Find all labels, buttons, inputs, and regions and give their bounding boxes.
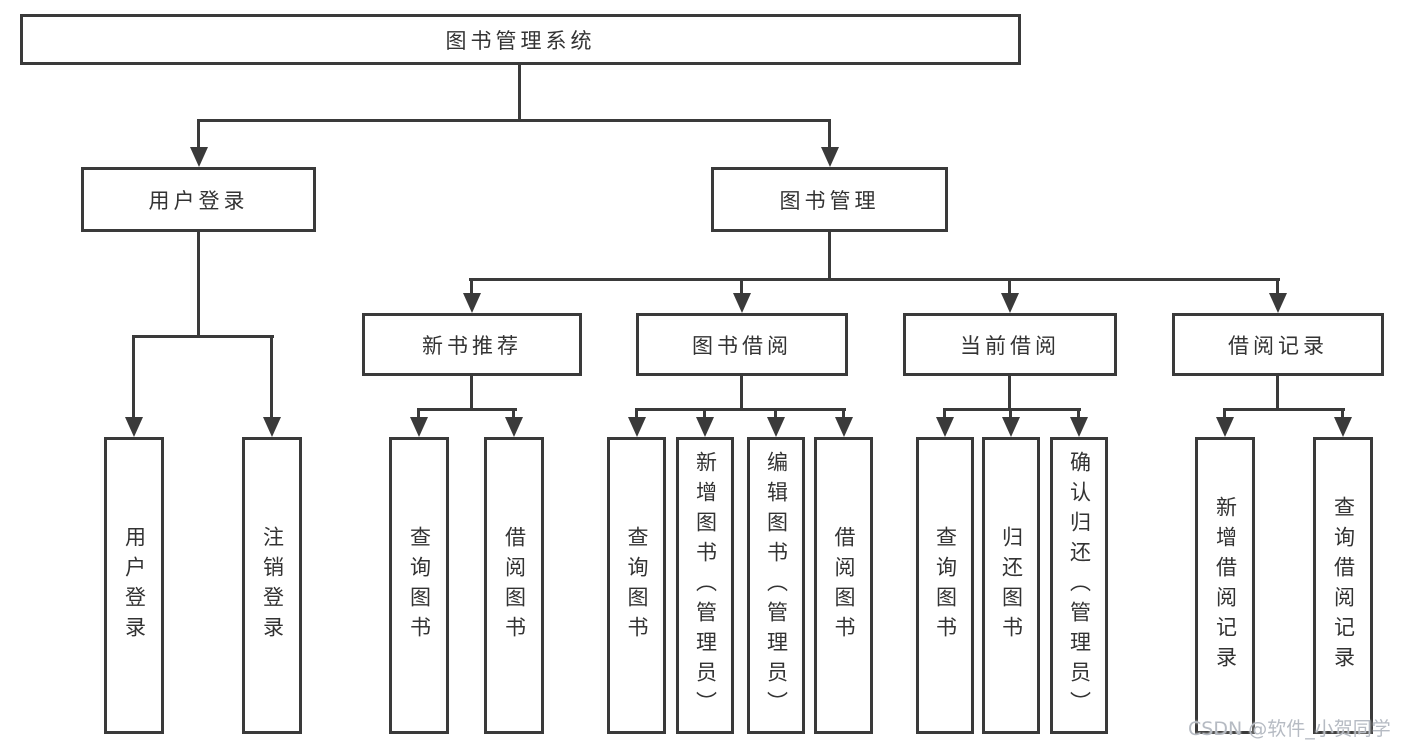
connector-line (1223, 408, 1226, 419)
leaf-return-books: 归还图书 (982, 437, 1040, 734)
leaf-borrowing-borrow-books: 借阅图书 (814, 437, 873, 734)
arrow-down-icon (835, 417, 853, 437)
connector-line (1008, 376, 1011, 410)
node-label: 新书推荐 (422, 333, 522, 358)
arrow-down-icon (410, 417, 428, 437)
connector-line (470, 376, 473, 410)
connector-line (197, 232, 200, 337)
node-book-borrowing: 图书借阅 (636, 313, 848, 376)
node-label: 查询图书 (407, 525, 432, 646)
connector-line (1077, 408, 1080, 419)
node-label: 用户登录 (148, 188, 249, 213)
connector-line (417, 408, 420, 419)
arrow-down-icon (263, 417, 281, 437)
node-library-management-system: 图书管理系统 (20, 14, 1021, 65)
leaf-query-borrowing-record: 查询借阅记录 (1313, 437, 1373, 734)
arrow-down-icon (1070, 417, 1088, 437)
connector-line (635, 408, 846, 411)
node-label: 查询图书 (933, 525, 958, 646)
leaf-recommend-borrow-books: 借阅图书 (484, 437, 544, 734)
arrow-down-icon (936, 417, 954, 437)
node-label: 图书借阅 (692, 333, 792, 358)
arrow-down-icon (767, 417, 785, 437)
connector-line (1223, 408, 1345, 411)
arrow-down-icon (1216, 417, 1234, 437)
arrow-down-icon (696, 417, 714, 437)
node-book-management: 图书管理 (711, 167, 948, 232)
node-label: 新增借阅记录 (1213, 495, 1238, 676)
arrow-down-icon (733, 293, 751, 313)
node-borrowing-records: 借阅记录 (1172, 313, 1384, 376)
connector-line (1341, 408, 1344, 419)
node-label: 注销登录 (260, 525, 285, 646)
arrow-down-icon (125, 417, 143, 437)
arrow-down-icon (628, 417, 646, 437)
arrow-down-icon (1001, 293, 1019, 313)
connector-line (1276, 278, 1279, 295)
connector-line (518, 65, 521, 121)
arrow-down-icon (190, 147, 208, 167)
connector-line (842, 408, 845, 419)
node-label: 当前借阅 (960, 333, 1060, 358)
connector-line (1008, 278, 1011, 295)
leaf-edit-books-admin: 编辑图书（管理员） (747, 437, 805, 734)
connector-line (132, 335, 274, 338)
connector-line (740, 376, 743, 410)
node-label: 查询借阅记录 (1331, 495, 1356, 676)
connector-line (469, 278, 1280, 281)
node-user-login: 用户登录 (81, 167, 316, 232)
node-label: 新增图书（管理员） (693, 450, 718, 721)
connector-line (270, 335, 273, 419)
leaf-user-login: 用户登录 (104, 437, 164, 734)
connector-line (943, 408, 1081, 411)
node-label: 查询图书 (625, 525, 650, 646)
leaf-recommend-query-books: 查询图书 (389, 437, 449, 734)
connector-line (417, 408, 517, 411)
node-new-book-recommend: 新书推荐 (362, 313, 582, 376)
connector-line (132, 335, 135, 419)
node-label: 借阅图书 (832, 525, 857, 646)
node-label: 用户登录 (122, 525, 147, 646)
leaf-add-books-admin: 新增图书（管理员） (676, 437, 734, 734)
node-label: 借阅记录 (1228, 333, 1328, 358)
leaf-confirm-return-admin: 确认归还（管理员） (1050, 437, 1108, 734)
node-label: 图书管理 (779, 188, 880, 213)
arrow-down-icon (1269, 293, 1287, 313)
arrow-down-icon (505, 417, 523, 437)
node-label: 编辑图书（管理员） (764, 450, 789, 721)
connector-line (1009, 408, 1012, 419)
connector-line (828, 119, 831, 149)
connector-line (470, 278, 473, 295)
leaf-logout: 注销登录 (242, 437, 302, 734)
arrow-down-icon (821, 147, 839, 167)
node-label: 图书管理系统 (445, 28, 596, 53)
node-current-borrowing: 当前借阅 (903, 313, 1117, 376)
connector-line (703, 408, 706, 419)
csdn-watermark: CSDN @软件_小贺同学 (1188, 718, 1391, 740)
leaf-borrowing-query-books: 查询图书 (607, 437, 666, 734)
connector-line (828, 232, 831, 280)
connector-line (943, 408, 946, 419)
node-label: 归还图书 (999, 525, 1024, 646)
connector-line (512, 408, 515, 419)
connector-line (197, 119, 200, 149)
arrow-down-icon (1334, 417, 1352, 437)
leaf-add-borrowing-record: 新增借阅记录 (1195, 437, 1255, 734)
leaf-current-query-books: 查询图书 (916, 437, 974, 734)
node-label: 借阅图书 (502, 525, 527, 646)
connector-line (197, 119, 831, 122)
arrow-down-icon (1002, 417, 1020, 437)
arrow-down-icon (463, 293, 481, 313)
node-label: 确认归还（管理员） (1067, 450, 1092, 721)
connector-line (740, 278, 743, 295)
connector-line (774, 408, 777, 419)
connector-line (1276, 376, 1279, 410)
connector-line (635, 408, 638, 419)
